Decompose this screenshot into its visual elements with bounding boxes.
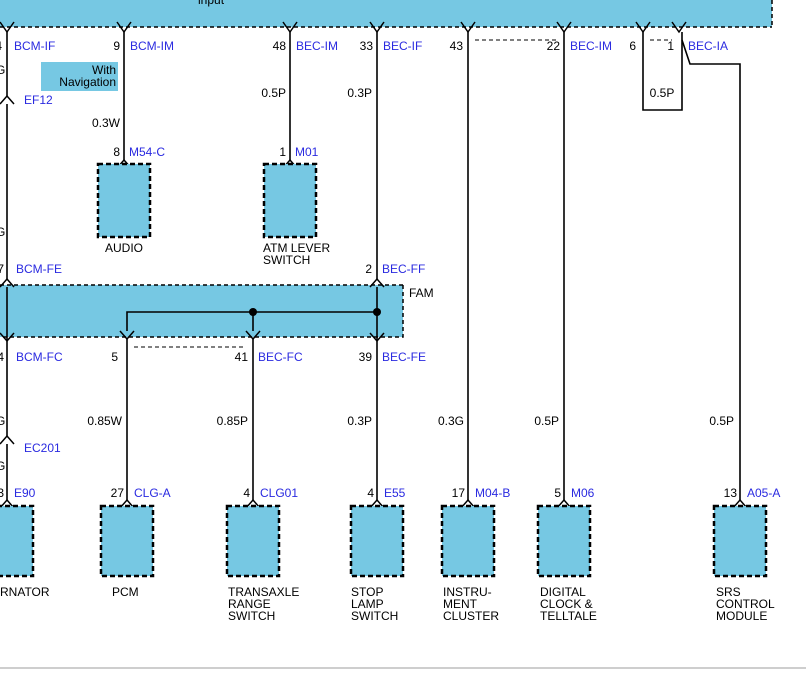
wire-color: 0.3P — [347, 414, 372, 428]
connector-label: M04-B — [475, 486, 510, 500]
connector-label: BCM-IF — [14, 39, 55, 53]
component-name: PCM — [112, 585, 139, 599]
pin-label: 22 — [547, 39, 561, 53]
left-wire-color: G — [0, 225, 5, 239]
connector-label: BCM-FC — [16, 350, 63, 364]
pin-label: 41 — [235, 350, 249, 364]
pin-label: 27 — [111, 486, 125, 500]
audio-component — [96, 162, 152, 239]
connector-chevron — [119, 498, 135, 509]
connector-chevron — [556, 498, 572, 509]
component-name: RNATOR — [0, 585, 50, 599]
connector-label: M01 — [295, 145, 319, 159]
pin-label: 48 — [273, 39, 287, 53]
splice-ef12: EF12 — [24, 93, 53, 107]
connector-label: BCM-IM — [130, 39, 174, 53]
with-navigation-tag — [41, 62, 118, 91]
with-navigation-line1: With — [92, 63, 116, 77]
pin-label: 2 — [365, 262, 372, 276]
pin-label: 5 — [554, 486, 561, 500]
left-wire-color: G — [0, 459, 5, 473]
connector-chevron — [460, 498, 476, 509]
with-navigation-line2: Navigation — [59, 75, 116, 89]
component-box — [536, 504, 592, 578]
wire-color-bec-if: 0.3P — [347, 86, 372, 100]
connector-label: BEC-FF — [382, 262, 425, 276]
pin-label: 6 — [629, 39, 636, 53]
top-module-bar — [0, 0, 772, 27]
pin-label: 13 — [724, 486, 738, 500]
wire-color: 0.5P — [709, 414, 734, 428]
connector-chevron — [245, 498, 261, 509]
pin-label: 43 — [450, 39, 464, 53]
pin-label: 8 — [113, 145, 120, 159]
connector-label: E55 — [384, 486, 406, 500]
connector-label: M06 — [571, 486, 595, 500]
connector-label: BEC-IM — [570, 39, 612, 53]
connector-label: BEC-FC — [258, 350, 303, 364]
left-wire-color: G — [0, 414, 5, 428]
connector-label: BEC-IF — [383, 39, 422, 53]
connector-label: BEC-IM — [296, 39, 338, 53]
component-name-audio: AUDIO — [105, 241, 143, 255]
splice-ec201: EC201 — [24, 441, 61, 455]
component-box — [712, 504, 768, 578]
pin-label: 17 — [452, 486, 466, 500]
connector-label: CLG-A — [134, 486, 171, 500]
fam-label: FAM — [409, 286, 434, 300]
connector-chevron — [0, 498, 15, 509]
pin-label: 4 — [0, 39, 2, 53]
connector-label: A05-A — [747, 486, 780, 500]
connector-label: BEC-FE — [382, 350, 426, 364]
wire-color: 0.85W — [87, 414, 122, 428]
component-box — [0, 504, 35, 578]
pin-label: 5 — [111, 350, 118, 364]
fam-junction-block — [0, 285, 403, 337]
pin-label: 4 — [367, 486, 374, 500]
wire-color-atm: 0.5P — [261, 86, 286, 100]
connector-chevron — [732, 498, 748, 509]
wire-color: 0.3G — [438, 414, 464, 428]
pin-label: 39 — [359, 350, 373, 364]
connector-label: E90 — [14, 486, 36, 500]
wire-color: 0.5P — [534, 414, 559, 428]
atm-lever-switch-component — [262, 162, 318, 239]
component-box — [349, 504, 405, 578]
pin-label: 3 — [0, 486, 4, 500]
component-box — [225, 504, 281, 578]
top-bar-partial-text: input — [198, 0, 225, 7]
component-box — [440, 504, 496, 578]
connector-label: BEC-IA — [688, 39, 728, 53]
pin-label: 33 — [360, 39, 374, 53]
connector-label: CLG01 — [260, 486, 298, 500]
pin-label: 9 — [113, 39, 120, 53]
pin-label: 1 — [667, 39, 674, 53]
left-wire-color: G — [0, 63, 5, 77]
connector-label: M54-C — [129, 145, 165, 159]
pin-label: 1 — [279, 145, 286, 159]
pin-label: 4 — [0, 350, 4, 364]
wire-color: 0.85P — [217, 414, 248, 428]
component-box — [99, 504, 155, 578]
connector-label: BCM-FE — [16, 262, 62, 276]
wire-color-audio: 0.3W — [92, 116, 121, 130]
pin-label: 4 — [243, 486, 250, 500]
wire-color-bec-ia: 0.5P — [650, 86, 675, 100]
connector-chevron — [369, 498, 385, 509]
pin-label: 7 — [0, 262, 4, 276]
